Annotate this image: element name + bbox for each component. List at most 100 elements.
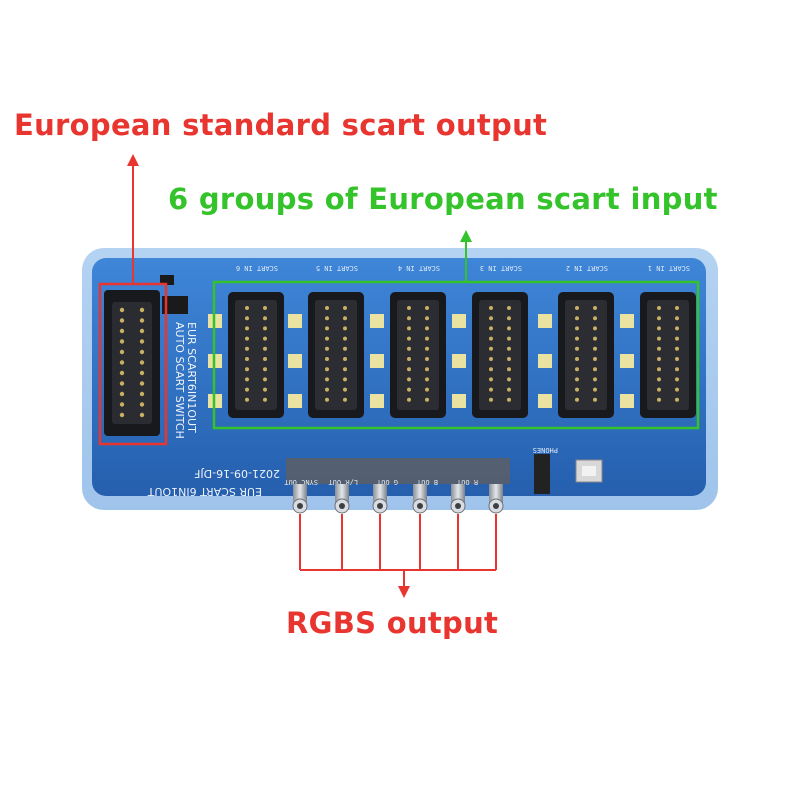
capacitor bbox=[370, 314, 384, 328]
connector-pin bbox=[507, 326, 511, 331]
connector-pin bbox=[139, 402, 145, 407]
connector-pin bbox=[407, 367, 411, 372]
capacitor bbox=[288, 314, 302, 328]
connector-pin bbox=[245, 367, 249, 372]
connector-pin bbox=[575, 357, 579, 361]
connector-pin bbox=[325, 387, 329, 392]
rca-jack-center bbox=[297, 503, 303, 509]
connector-pin bbox=[575, 346, 579, 351]
connector-pin bbox=[575, 306, 579, 310]
connector-pin bbox=[263, 326, 267, 331]
connector-pin bbox=[425, 397, 429, 402]
connector-pin bbox=[139, 339, 145, 344]
connector-pin bbox=[675, 336, 679, 341]
connector-pin bbox=[325, 316, 329, 321]
connector-pin bbox=[407, 306, 411, 310]
connector-pin bbox=[489, 397, 493, 402]
rca-jack-center bbox=[493, 503, 499, 509]
connector-pin bbox=[675, 306, 679, 310]
connector-pin bbox=[489, 377, 493, 382]
jack-name-label: G OUT bbox=[376, 478, 398, 486]
connector-pin bbox=[407, 387, 411, 392]
connector-pin bbox=[575, 377, 579, 382]
connector-pin bbox=[593, 346, 597, 351]
connector-pin bbox=[407, 357, 411, 361]
connector-pin bbox=[343, 316, 347, 321]
board-title: EUR SCART 6IN1OUT bbox=[147, 485, 262, 498]
input-name-label: SCART IN 1 bbox=[648, 264, 690, 272]
connector-pin bbox=[425, 336, 429, 341]
capacitor bbox=[620, 354, 634, 368]
capacitor bbox=[370, 394, 384, 408]
connector-pin bbox=[325, 336, 329, 341]
connector-pin bbox=[119, 370, 125, 376]
rgbs-bracket bbox=[299, 514, 497, 590]
connector-pin bbox=[263, 357, 267, 361]
connector-pin bbox=[139, 381, 145, 386]
rca-jack-center bbox=[377, 503, 383, 509]
board-side-text: AUTO SCART SWITCH bbox=[173, 322, 186, 439]
capacitor bbox=[288, 354, 302, 368]
connector-pin bbox=[489, 316, 493, 321]
connector-pin bbox=[263, 316, 267, 321]
jack-name-label: SYNC OUT bbox=[283, 478, 318, 486]
usb-port-inner bbox=[582, 466, 596, 476]
connector-pin bbox=[675, 387, 679, 392]
connector-pin bbox=[425, 387, 429, 392]
connector-pin bbox=[489, 367, 493, 372]
connector-pin bbox=[407, 377, 411, 382]
capacitor bbox=[288, 394, 302, 408]
capacitor bbox=[452, 394, 466, 408]
connector-shell bbox=[397, 300, 439, 410]
connector-pin bbox=[139, 391, 145, 397]
connector-pin bbox=[263, 346, 267, 351]
connector-pin bbox=[575, 316, 579, 321]
connector-pin bbox=[489, 326, 493, 331]
connector-pin bbox=[263, 336, 267, 341]
connector-pin bbox=[343, 326, 347, 331]
jack-name-label: R OUT bbox=[456, 478, 478, 486]
connector-pin bbox=[343, 397, 347, 402]
connector-pin bbox=[263, 367, 267, 372]
scart-input-group bbox=[208, 292, 696, 418]
rca-jack bbox=[413, 484, 427, 504]
connector-pin bbox=[425, 346, 429, 351]
connector-pin bbox=[575, 387, 579, 392]
connector-pin bbox=[139, 370, 145, 376]
connector-pin bbox=[325, 357, 329, 361]
rca-jacks bbox=[292, 484, 504, 514]
connector-shell bbox=[647, 300, 689, 410]
connector-pin bbox=[139, 349, 145, 355]
connector-pin bbox=[657, 367, 661, 372]
connector-pin bbox=[657, 316, 661, 321]
connector-pin bbox=[425, 367, 429, 372]
connector-pin bbox=[657, 306, 661, 310]
connector-pin bbox=[263, 377, 267, 382]
connector-pin bbox=[575, 397, 579, 402]
connector-pin bbox=[119, 318, 125, 323]
output-callout-label: European standard scart output bbox=[14, 108, 548, 142]
input-arrow-head bbox=[460, 230, 472, 242]
connector-pin bbox=[325, 346, 329, 351]
connector-pin bbox=[325, 397, 329, 402]
connector-pin bbox=[657, 377, 661, 382]
connector-pin bbox=[139, 318, 145, 323]
connector-pin bbox=[675, 346, 679, 351]
connector-pin bbox=[325, 367, 329, 372]
connector-pin bbox=[343, 346, 347, 351]
connector-pin bbox=[675, 377, 679, 382]
capacitor bbox=[452, 354, 466, 368]
connector-pin bbox=[343, 306, 347, 310]
connector-pin bbox=[657, 397, 661, 402]
capacitor bbox=[538, 354, 552, 368]
connector-pin bbox=[575, 326, 579, 331]
capacitor bbox=[538, 314, 552, 328]
connector-pin bbox=[507, 346, 511, 351]
rca-jack-center bbox=[455, 503, 461, 509]
connector-pin bbox=[407, 326, 411, 331]
connector-pin bbox=[245, 326, 249, 331]
connector-pin bbox=[593, 367, 597, 372]
